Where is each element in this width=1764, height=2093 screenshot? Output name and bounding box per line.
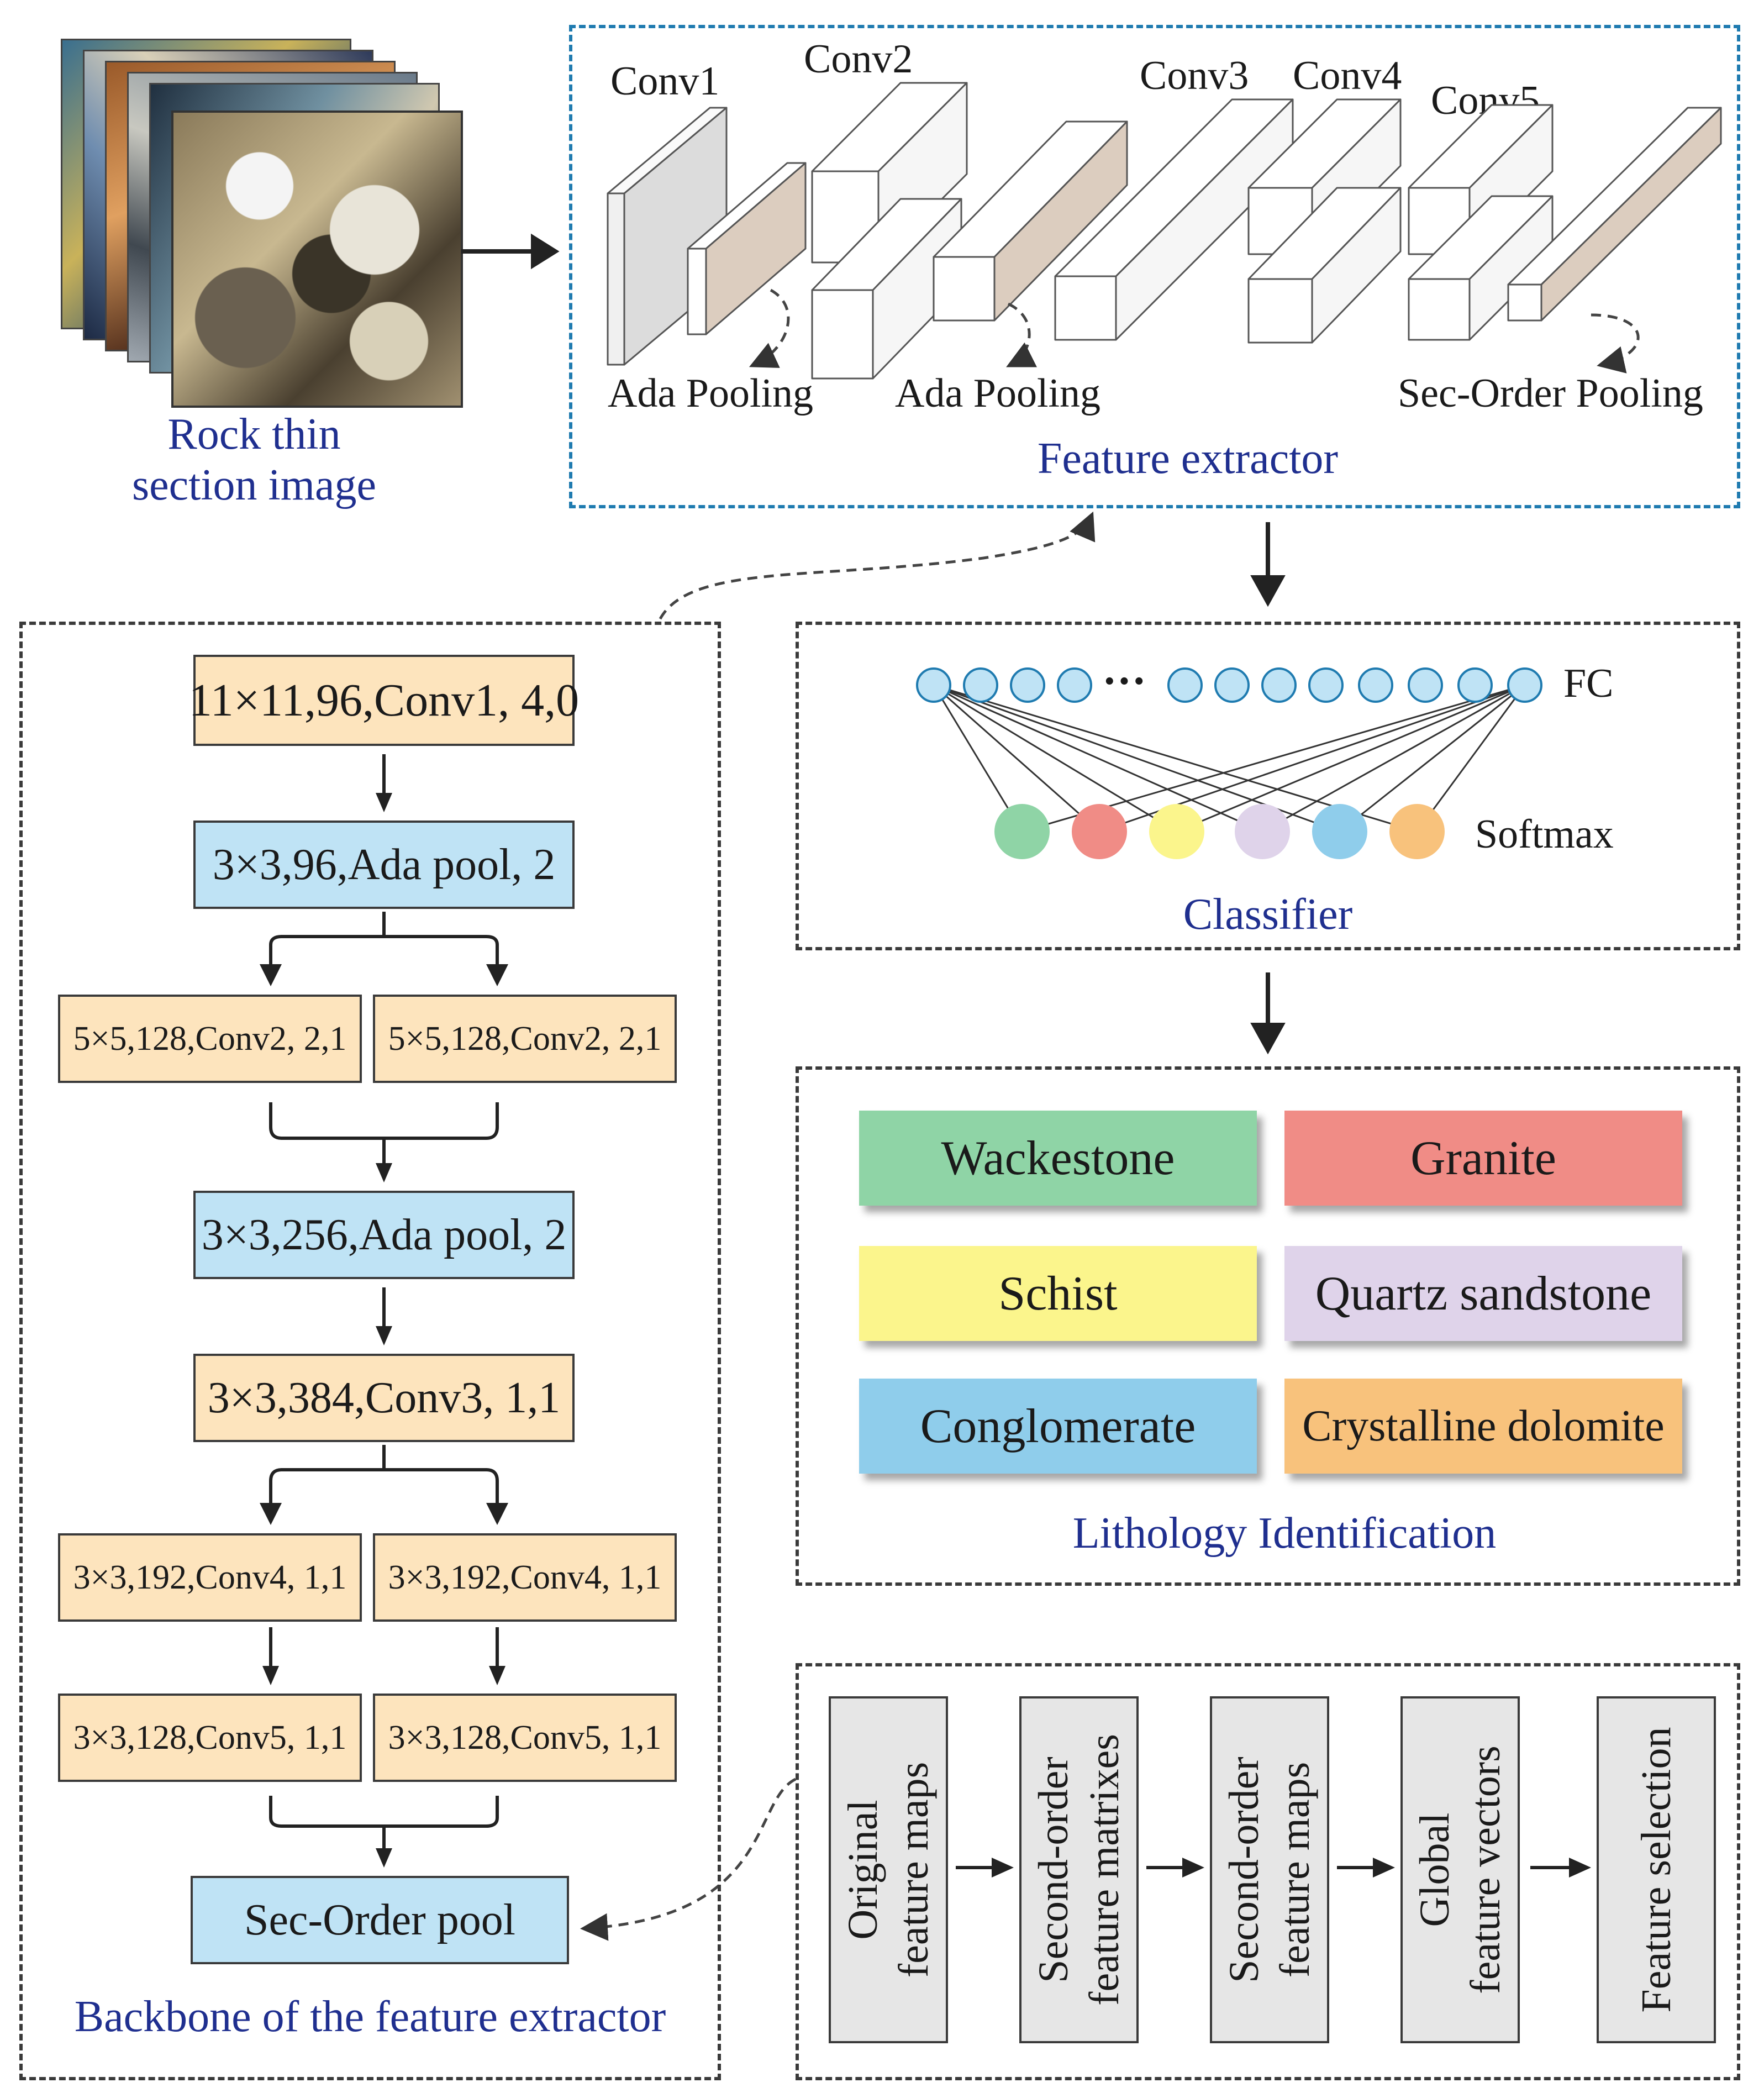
backbone-conv4-right: 3×3,192,Conv4, 1,1 [373,1533,677,1622]
rock-caption: Rock thin section image [131,410,377,509]
backbone-conv4-left: 3×3,192,Conv4, 1,1 [58,1533,362,1622]
pool-arrow-2 [1006,302,1037,367]
lithology-class-conglomerate: Conglomerate [859,1379,1257,1474]
pool-arrow-3 [1591,313,1640,374]
lithology-class-schist: Schist [859,1246,1257,1341]
pooling-label-ada-1: Ada Pooling [608,371,814,416]
fc-node [1308,667,1344,703]
layer-label-conv2: Conv2 [804,36,913,82]
backbone-conv3: 3×3,384,Conv3, 1,1 [193,1354,575,1442]
softmax-nodes [994,804,1445,859]
classifier-panel [796,622,1740,950]
feature-extractor-panel [569,25,1740,508]
backbone-conv2-left: 5×5,128,Conv2, 2,1 [58,995,362,1083]
fc-node [1261,667,1297,703]
lithology-title: Lithology Identification [1072,1509,1497,1558]
fc-node [1010,667,1045,703]
second-order-panel [796,1663,1740,2080]
softmax-node [1149,804,1204,859]
fc-node [1057,667,1092,703]
backbone-sec-order-pool: Sec-Order pool [191,1876,569,1964]
softmax-node [1389,804,1445,859]
conv4-lower-block [1311,187,1402,344]
backbone-panel [19,622,721,2080]
fc-node [963,667,998,703]
layer-label-conv4: Conv4 [1293,53,1402,98]
feature-extractor-title: Feature extractor [1037,434,1339,483]
fc-node [1167,667,1203,703]
second-order-link-arrow [580,1778,797,1941]
fc-label: FC [1563,661,1614,706]
backbone-pool2: 3×3,256,Ada pool, 2 [193,1191,575,1279]
rock-image-stack [55,33,463,409]
fc-node [1457,667,1493,703]
fc-node [916,667,951,703]
fc-node [1214,667,1250,703]
fc-node [1507,667,1542,703]
lithology-class-granite: Granite [1284,1111,1682,1206]
lithology-class-crystalline-dolomite: Crystalline dolomite [1284,1379,1682,1474]
layer-label-conv1: Conv1 [610,59,720,104]
softmax-node [1072,804,1127,859]
softmax-node [1235,804,1290,859]
backbone-title: Backbone of the feature extractor [74,1992,666,2041]
pooling-label-ada-2: Ada Pooling [895,371,1101,416]
pool2-block [993,120,1128,322]
softmax-node [1312,804,1367,859]
backbone-conv5-right: 3×3,128,Conv5, 1,1 [373,1694,677,1782]
pooling-label-sec-order: Sec-Order Pooling [1398,371,1703,416]
backbone-conv1: 11×11,96,Conv1, 4,0 [189,655,579,746]
lithology-class-wackestone: Wackestone [859,1111,1257,1206]
backbone-conv2-right: 5×5,128,Conv2, 2,1 [373,995,677,1083]
lithology-class-quartz-sandstone: Quartz sandstone [1284,1246,1682,1341]
classifier-title: Classifier [1183,890,1353,939]
fc-node [1358,667,1393,703]
softmax-node [994,804,1050,859]
fc-nodes [916,667,1542,703]
backbone-conv5-left: 3×3,128,Conv5, 1,1 [58,1694,362,1782]
step-feature-selection: Feature selection [1597,1696,1716,2043]
fc-node [1408,667,1443,703]
sec-order-pool-block [1540,107,1722,322]
backbone-pool1: 3×3,96,Ada pool, 2 [193,821,575,909]
layer-label-conv3: Conv3 [1140,53,1249,98]
thin-section-front [171,111,463,408]
softmax-label: Softmax [1475,812,1614,857]
fc-ellipsis: ··· [1102,657,1147,706]
pool1-block [705,162,807,335]
lithology-panel [796,1066,1740,1586]
backbone-link-arrow [659,511,1096,620]
